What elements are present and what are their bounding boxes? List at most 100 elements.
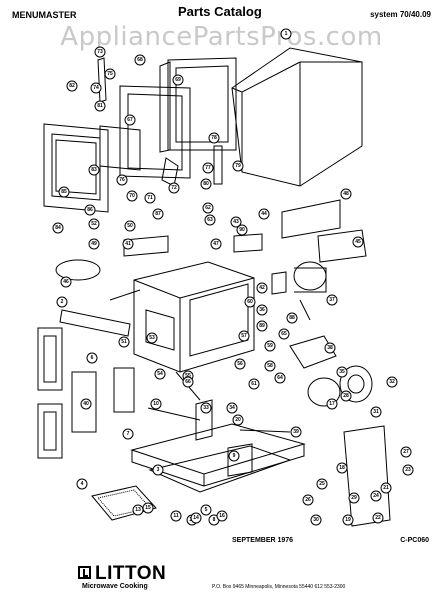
callout-number: 6 xyxy=(91,355,94,361)
callout-61: 61 xyxy=(248,378,260,390)
callout-3: 3 xyxy=(152,464,164,476)
callout-number: 68 xyxy=(137,57,143,63)
callout-number: 52 xyxy=(91,221,97,227)
callout-23: 23 xyxy=(402,464,414,476)
callout-85: 85 xyxy=(58,186,70,198)
callout-number: 53 xyxy=(149,335,155,341)
callout-54: 54 xyxy=(154,368,166,380)
callout-30: 30 xyxy=(310,514,322,526)
logo-name: LITTON xyxy=(95,563,167,584)
callout-number: 54 xyxy=(157,371,163,377)
callout-number: 14 xyxy=(193,515,199,521)
callout-number: 43 xyxy=(233,219,239,225)
callout-71: 71 xyxy=(144,192,156,204)
callout-40: 40 xyxy=(80,398,92,410)
hinge xyxy=(161,157,179,187)
callout-number: 25 xyxy=(319,481,325,487)
callout-number: 84 xyxy=(55,225,61,231)
callout-number: 45 xyxy=(355,239,361,245)
high-voltage-transformer xyxy=(227,443,253,477)
callout-number: 41 xyxy=(125,241,131,247)
callout-15: 15 xyxy=(142,502,154,514)
callout-number: 88 xyxy=(289,315,295,321)
callout-57: 57 xyxy=(238,330,250,342)
callout-27: 27 xyxy=(400,446,412,458)
callout-47: 47 xyxy=(210,238,222,250)
callout-number: 30 xyxy=(313,517,319,523)
wire-harness xyxy=(147,407,291,433)
callout-number: 17 xyxy=(329,401,335,407)
callout-number: 65 xyxy=(281,331,287,337)
callout-number: 90 xyxy=(239,227,245,233)
callout-58: 58 xyxy=(264,360,276,372)
callout-78: 78 xyxy=(208,132,220,144)
callout-number: 71 xyxy=(147,195,153,201)
callout-number: 35 xyxy=(339,369,345,375)
callout-36: 36 xyxy=(256,304,268,316)
watermark: AppliancePartsPros.com xyxy=(60,22,383,52)
stirrer-blade xyxy=(55,259,101,281)
callout-16: 16 xyxy=(216,510,228,522)
callout-number: 32 xyxy=(389,379,395,385)
callout-17: 17 xyxy=(326,398,338,410)
callout-84: 84 xyxy=(52,222,64,234)
callout-number: 70 xyxy=(129,193,135,199)
callout-13: 13 xyxy=(132,504,144,516)
callout-26: 26 xyxy=(302,494,314,506)
callout-number: 28 xyxy=(343,393,349,399)
callout-82: 82 xyxy=(66,80,78,92)
callout-77: 77 xyxy=(202,162,214,174)
callout-83: 83 xyxy=(88,164,100,176)
callout-number: 61 xyxy=(251,381,257,387)
callout-10: 10 xyxy=(150,398,162,410)
callout-number: 50 xyxy=(127,223,133,229)
callout-number: 39 xyxy=(293,429,299,435)
callout-number: 74 xyxy=(93,85,99,91)
callout-number: 11 xyxy=(173,513,179,519)
callout-72: 72 xyxy=(168,182,180,194)
callout-28: 28 xyxy=(340,390,352,402)
callout-number: 20 xyxy=(235,417,241,423)
callout-number: 29 xyxy=(351,495,357,501)
callout-number: 37 xyxy=(329,297,335,303)
inner-panel xyxy=(159,57,237,153)
callout-number: 51 xyxy=(121,339,127,345)
latch-bracket xyxy=(97,57,107,103)
footer-date: SEPTEMBER 1976 xyxy=(232,537,294,544)
callout-63: 63 xyxy=(204,214,216,226)
callout-number: 10 xyxy=(153,401,159,407)
callout-number: 8 xyxy=(213,517,216,523)
control-board xyxy=(343,425,391,527)
callout-number: 13 xyxy=(135,507,141,513)
hinge-rod xyxy=(213,145,223,185)
callout-number: 22 xyxy=(375,515,381,521)
callout-number: 15 xyxy=(145,505,151,511)
callout-41: 41 xyxy=(122,238,134,250)
callout-number: 5 xyxy=(205,507,208,513)
callout-81: 81 xyxy=(94,100,106,112)
callout-number: 87 xyxy=(155,211,161,217)
callout-number: 55 xyxy=(185,373,191,379)
callout-86: 86 xyxy=(84,204,96,216)
callout-62: 62 xyxy=(202,202,214,214)
callout-number: 33 xyxy=(203,405,209,411)
callout-number: 57 xyxy=(241,333,247,339)
callout-number: 23 xyxy=(405,467,411,473)
callout-number: 19 xyxy=(345,517,351,523)
callout-number: 81 xyxy=(97,103,103,109)
callout-32: 32 xyxy=(386,376,398,388)
callout-number: 73 xyxy=(97,49,103,55)
callout-number: 4 xyxy=(81,481,84,487)
system-number: system 70/40.09 xyxy=(370,10,431,19)
callout-number: 59 xyxy=(267,343,273,349)
trim-strip xyxy=(59,309,131,337)
callout-89: 89 xyxy=(256,320,268,332)
callout-14: 14 xyxy=(190,512,202,524)
callout-39: 39 xyxy=(290,426,302,438)
callout-number: 83 xyxy=(91,167,97,173)
callout-60: 60 xyxy=(244,296,256,308)
oven-cavity xyxy=(133,261,255,373)
top-bracket xyxy=(123,235,169,257)
callout-number: 26 xyxy=(305,497,311,503)
